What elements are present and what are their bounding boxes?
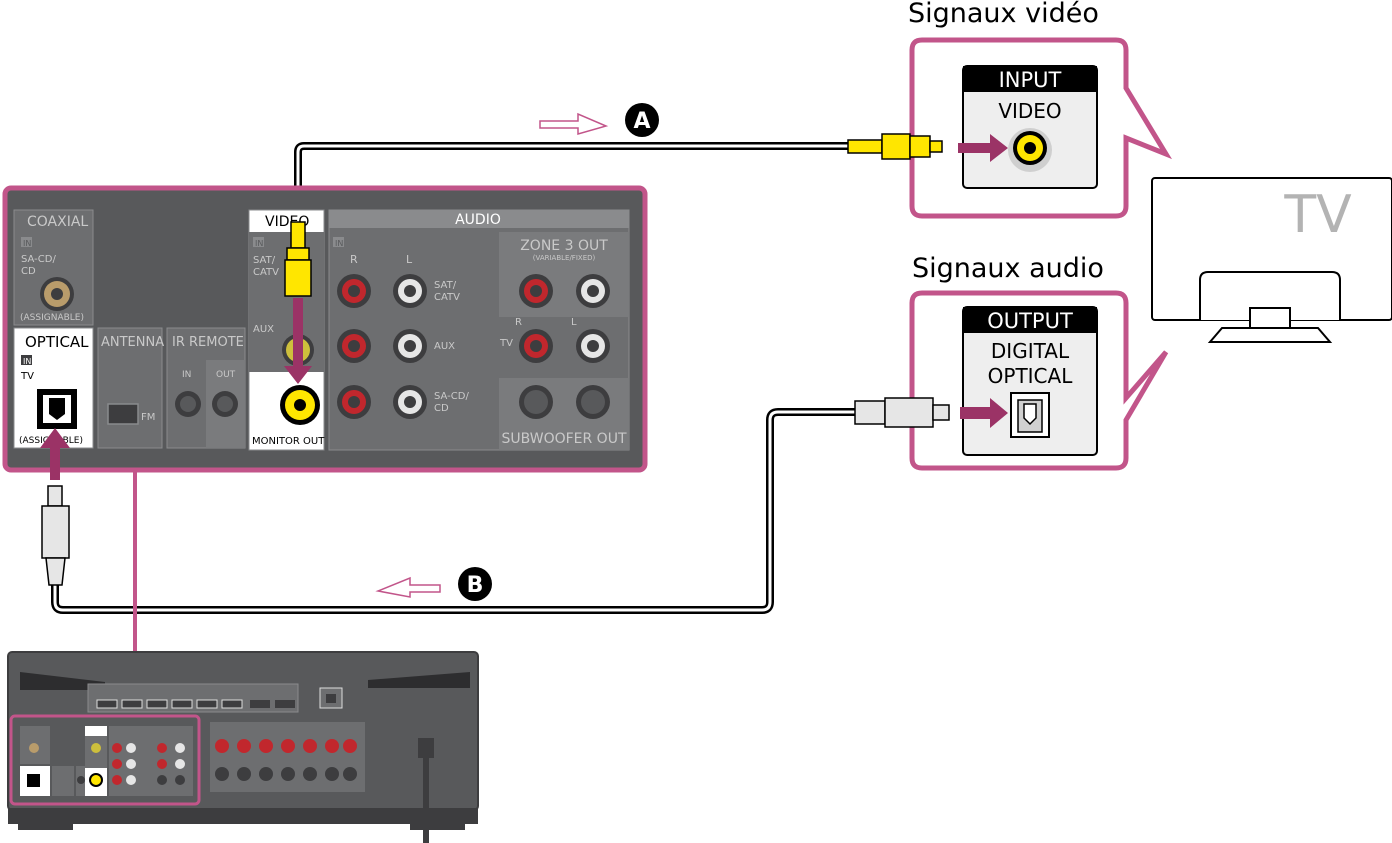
svg-text:OUTPUT: OUTPUT: [987, 309, 1073, 333]
tv-icon: TV: [1151, 177, 1392, 343]
svg-text:SA-CD/: SA-CD/: [21, 254, 56, 265]
insert-arrow-video: [958, 134, 1008, 162]
optical-cable-b: [51, 408, 855, 614]
svg-text:L: L: [406, 253, 413, 266]
receiver-panel-zoom: COAXIAL IN SA-CD/ CD (ASSIGNABLE) OPTICA…: [2, 185, 648, 473]
svg-text:SAT/: SAT/: [434, 280, 457, 291]
svg-text:ZONE 3 OUT: ZONE 3 OUT: [520, 238, 608, 254]
svg-text:FM: FM: [141, 412, 155, 423]
svg-text:IN: IN: [255, 239, 263, 248]
svg-text:SAT/: SAT/: [253, 255, 276, 266]
direction-arrow-a: [539, 112, 609, 135]
svg-text:DIGITAL: DIGITAL: [991, 339, 1070, 363]
insert-arrow-optical: [960, 398, 1008, 428]
svg-text:MONITOR OUT: MONITOR OUT: [252, 436, 325, 447]
direction-arrow-b: [375, 576, 441, 598]
badge-b: B: [458, 567, 492, 601]
audio-callout-title: Signaux audio: [912, 253, 1104, 284]
svg-text:TV: TV: [1283, 185, 1352, 245]
svg-text:IN: IN: [23, 357, 31, 366]
tv-optical-output-panel: OUTPUT DIGITAL OPTICAL: [962, 306, 1098, 456]
video-callout-title: Signaux vidéo: [908, 0, 1099, 29]
svg-text:CD: CD: [434, 403, 449, 414]
rca-plug-receiver: [284, 221, 312, 297]
svg-text:OPTICAL: OPTICAL: [25, 333, 89, 351]
svg-text:R: R: [350, 253, 358, 266]
svg-text:SA-CD/: SA-CD/: [434, 391, 469, 402]
svg-text:TV: TV: [20, 371, 34, 382]
svg-text:(ASSIGNABLE): (ASSIGNABLE): [20, 313, 84, 323]
optical-plug-receiver: [41, 485, 70, 586]
svg-text:B: B: [467, 573, 484, 598]
svg-text:TV: TV: [499, 338, 513, 349]
svg-text:(VARIABLE/FIXED): (VARIABLE/FIXED): [533, 254, 596, 262]
svg-text:COAXIAL: COAXIAL: [27, 214, 88, 230]
svg-text:IN: IN: [23, 239, 31, 248]
svg-text:AUDIO: AUDIO: [455, 212, 501, 228]
svg-text:SUBWOOFER OUT: SUBWOOFER OUT: [501, 431, 626, 447]
insert-arrow-monitor-out: [284, 298, 312, 384]
svg-text:CD: CD: [21, 266, 36, 277]
av-receiver: [7, 651, 479, 843]
svg-text:CATV: CATV: [434, 292, 460, 303]
video-cable-a: [294, 142, 855, 232]
svg-text:R: R: [515, 317, 522, 328]
rca-plug-tv: [847, 133, 943, 160]
insert-arrow-optical-in: [40, 428, 70, 480]
svg-text:AUX: AUX: [253, 324, 274, 335]
svg-text:L: L: [571, 317, 577, 328]
svg-text:OUT: OUT: [216, 370, 236, 380]
badge-a: A: [625, 103, 659, 137]
svg-text:A: A: [633, 109, 650, 134]
svg-text:IN: IN: [335, 239, 343, 248]
svg-text:VIDEO: VIDEO: [998, 99, 1061, 123]
svg-text:OPTICAL: OPTICAL: [988, 364, 1074, 388]
svg-text:INPUT: INPUT: [999, 68, 1062, 92]
optical-plug-tv: [854, 397, 950, 428]
svg-text:CATV: CATV: [253, 267, 279, 278]
svg-text:AUX: AUX: [434, 341, 455, 352]
svg-text:ANTENNA: ANTENNA: [101, 335, 164, 350]
tv-video-input-panel: INPUT VIDEO: [962, 65, 1098, 189]
svg-text:IR REMOTE: IR REMOTE: [172, 335, 244, 350]
svg-text:IN: IN: [182, 370, 191, 380]
